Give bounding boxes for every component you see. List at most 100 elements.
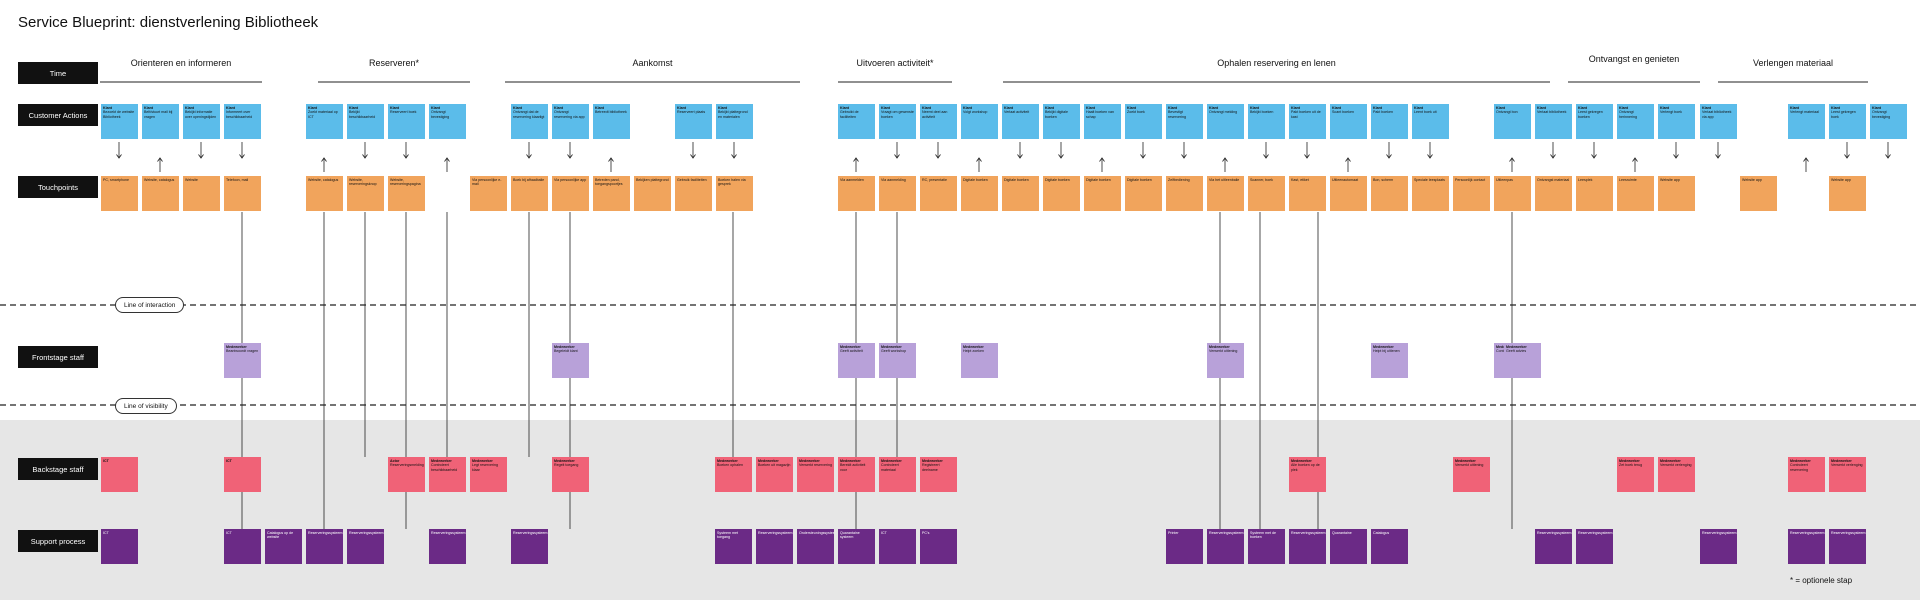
touchpoint-card: Bekijken plattegrond	[634, 176, 671, 211]
card-text: Website app	[1742, 178, 1762, 182]
card-heading: Klant	[185, 106, 194, 110]
row-label-time: Time	[18, 62, 98, 84]
touchpoint-card: Website, catalogus	[142, 176, 179, 211]
card-heading: ICT	[226, 459, 232, 463]
card-text: Regelt toegang	[554, 463, 579, 468]
card-text: Registreert deelname	[922, 463, 940, 472]
card-heading: Klant	[1332, 106, 1341, 110]
card-heading: Klant	[308, 106, 317, 110]
card-heading: Medewerker	[758, 459, 779, 463]
card-heading: Medewerker	[1373, 345, 1394, 349]
arrow-head	[1509, 157, 1515, 162]
card-text: Bevestigt reservering	[1168, 110, 1186, 119]
card-heading: Medewerker	[1209, 345, 1230, 349]
card-text: Controleert materiaal	[881, 463, 899, 472]
card-text: Verlaat bibliotheek	[1537, 110, 1567, 115]
card-heading: Klant	[1537, 106, 1546, 110]
card-text: Via persoonlijke e-mail	[472, 178, 502, 187]
card-text: Bekijken plattegrond	[636, 178, 669, 182]
card-text: Website, reserveringspagina	[390, 178, 421, 187]
card-heading: Klant	[963, 106, 972, 110]
card-heading: Klant	[1702, 106, 1711, 110]
card-heading: Klant	[881, 106, 890, 110]
touchpoint-card: Leesruimte	[1617, 176, 1654, 211]
card-text: Helpt bij uitlenen	[1373, 349, 1400, 354]
card-heading: Medewerker	[881, 459, 902, 463]
support-card: Reserveringssysteem	[306, 529, 343, 564]
card-text: Informeert over beschikbaarheid	[226, 110, 253, 119]
support-card: ICT	[224, 529, 261, 564]
card-text: Bekijkt beschikbaarheid	[349, 110, 376, 119]
card-heading: Klant	[1045, 106, 1054, 110]
card-heading: Medewerker	[554, 459, 575, 463]
card-text: Geeft advies	[1506, 349, 1527, 354]
arrow-head	[116, 154, 122, 159]
arrow-head	[1673, 154, 1679, 159]
card-text: Reserveringssysteem	[349, 531, 384, 535]
arrow-head	[894, 154, 900, 159]
card-text: PC's	[922, 531, 930, 535]
card-heading: Klant	[1619, 106, 1628, 110]
card-heading: Klant	[1872, 106, 1881, 110]
touchpoint-card: Uitleenautomaat	[1330, 176, 1367, 211]
card-text: ICT	[103, 531, 109, 535]
support-card: Reserveringssysteem	[1207, 529, 1244, 564]
card-text: Zoekt boek	[1127, 110, 1145, 115]
card-text: Verwerkt verlenging	[1660, 463, 1692, 468]
card-text: PC, smartphone	[103, 178, 129, 182]
support-card: Ondersteuningssysteem	[797, 529, 834, 564]
touchpoint-card: Via het uitleenbalie	[1207, 176, 1244, 211]
card-heading: Medewerker	[1831, 459, 1852, 463]
support-card: Quarantaine systeem	[838, 529, 875, 564]
arrow-head	[1803, 157, 1809, 162]
card-text: Verlaat activiteit	[1004, 110, 1030, 115]
card-text: Ontvangt bevestiging	[1872, 110, 1891, 119]
card-text: Verwerkt uitlening	[1455, 463, 1484, 468]
arrow-head	[1099, 157, 1105, 162]
support-card: ICT	[101, 529, 138, 564]
phase-header: Verlengen materiaal	[1752, 58, 1834, 68]
card-text: Neemt deel aan activiteit	[922, 110, 948, 119]
card-text: Website	[185, 178, 198, 182]
card-heading: Klant	[1168, 106, 1177, 110]
card-heading: Medewerker	[226, 345, 247, 349]
card-text: Verwerkt verlenging	[1831, 463, 1863, 468]
arrow-head	[157, 157, 163, 162]
card-text: Website, catalogus	[308, 178, 339, 182]
card-heading: Klant	[1831, 106, 1840, 110]
card-text: Systeem met toegang	[717, 531, 738, 540]
touchpoint-card: Zelfbediening	[1166, 176, 1203, 211]
card-text: Quarantaine systeem	[840, 531, 860, 540]
card-text: Verwerkt reservering	[799, 463, 832, 468]
touchpoint-card: Digitale boeken	[1084, 176, 1121, 211]
row-label-backstage: Backstage staff	[18, 458, 98, 480]
card-text: Leesplek	[1578, 178, 1593, 182]
card-text: Website app	[1831, 178, 1851, 182]
card-text: Verlengt materiaal	[1790, 110, 1819, 115]
row-label-frontstage: Frontstage staff	[18, 346, 98, 368]
touchpoint-card: Boek bij afhaalbalie	[511, 176, 548, 211]
card-text: Begeleidt klant	[554, 349, 578, 354]
arrow-head	[1632, 157, 1638, 162]
card-heading: Klant	[390, 106, 399, 110]
card-text: Website, catalogus	[144, 178, 175, 182]
support-card: Reserveringssysteem	[1700, 529, 1737, 564]
touchpoint-card: Website app	[1740, 176, 1777, 211]
card-heading: Klant	[718, 106, 727, 110]
card-text: Bekijkt digitale boeken	[1045, 110, 1068, 119]
card-text: Bereidt activiteit voor	[840, 463, 866, 472]
support-card: Reserveringssysteem	[1535, 529, 1572, 564]
